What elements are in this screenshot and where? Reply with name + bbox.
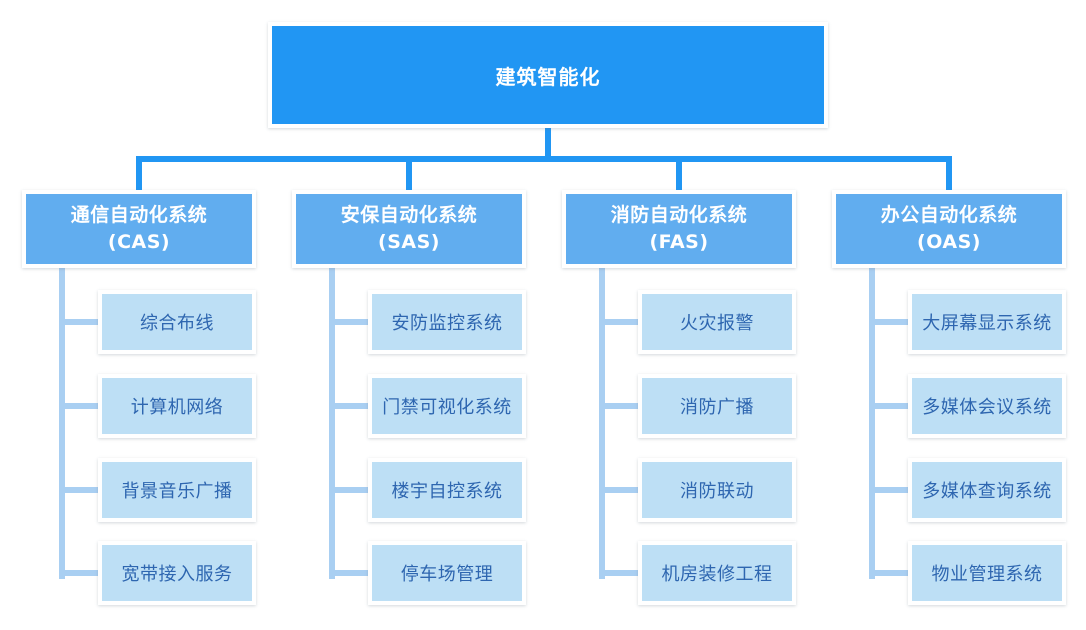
leaf-node: 多媒体会议系统 bbox=[908, 374, 1066, 438]
leaf-label: 背景音乐广播 bbox=[121, 481, 233, 502]
sub-connector-line-sas bbox=[329, 264, 335, 579]
leaf-label: 火灾报警 bbox=[680, 313, 754, 334]
sub-connector-stub bbox=[872, 487, 916, 493]
leaf-node: 消防广播 bbox=[638, 374, 796, 438]
sub-connector-stub bbox=[872, 319, 916, 325]
sub-connector-stub bbox=[602, 570, 646, 576]
sub-connector-line-fas bbox=[599, 264, 605, 579]
branch-abbr: (OAS) bbox=[917, 231, 981, 253]
leaf-label: 停车场管理 bbox=[400, 564, 494, 585]
sub-connector-line-cas bbox=[59, 264, 65, 579]
leaf-node: 物业管理系统 bbox=[908, 541, 1066, 605]
leaf-node: 背景音乐广播 bbox=[98, 458, 256, 522]
leaf-label: 楼宇自控系统 bbox=[391, 481, 503, 502]
leaf-label: 综合布线 bbox=[140, 313, 214, 334]
leaf-node: 门禁可视化系统 bbox=[368, 374, 526, 438]
branch-abbr: (CAS) bbox=[107, 231, 171, 253]
branch-header-oas: 办公自动化系统 (OAS) bbox=[832, 190, 1066, 268]
leaf-label: 多媒体会议系统 bbox=[922, 397, 1052, 418]
leaf-label: 宽带接入服务 bbox=[121, 564, 233, 585]
leaf-label: 计算机网络 bbox=[130, 397, 224, 418]
sub-connector-stub bbox=[602, 403, 646, 409]
sub-connector-stub bbox=[62, 319, 106, 325]
connector-drop-sas bbox=[406, 160, 412, 196]
leaf-node: 消防联动 bbox=[638, 458, 796, 522]
branch-header-fas: 消防自动化系统 (FAS) bbox=[562, 190, 796, 268]
root-title: 建筑智能化 bbox=[495, 64, 601, 89]
branch-fas: 消防自动化系统 (FAS) 火灾报警 消防广播 消防联动 机房装修工程 bbox=[562, 190, 796, 620]
branch-title: 安保自动化系统 bbox=[340, 204, 478, 227]
sub-connector-stub bbox=[602, 319, 646, 325]
leaf-node: 多媒体查询系统 bbox=[908, 458, 1066, 522]
leaf-label: 多媒体查询系统 bbox=[922, 481, 1052, 502]
leaf-label: 门禁可视化系统 bbox=[382, 397, 512, 418]
sub-connector-line-oas bbox=[869, 264, 875, 579]
branch-header-cas: 通信自动化系统 (CAS) bbox=[22, 190, 256, 268]
sub-connector-stub bbox=[332, 319, 376, 325]
connector-drop-fas bbox=[676, 160, 682, 196]
connector-drop-cas bbox=[136, 160, 142, 196]
leaf-label: 消防广播 bbox=[680, 397, 754, 418]
sub-connector-stub bbox=[332, 403, 376, 409]
branch-sas: 安保自动化系统 (SAS) 安防监控系统 门禁可视化系统 楼宇自控系统 停车场管… bbox=[292, 190, 526, 620]
root-node: 建筑智能化 bbox=[268, 22, 828, 128]
connector-drop-oas bbox=[946, 160, 952, 196]
sub-connector-stub bbox=[602, 487, 646, 493]
leaf-node: 宽带接入服务 bbox=[98, 541, 256, 605]
leaf-node: 楼宇自控系统 bbox=[368, 458, 526, 522]
branch-title: 办公自动化系统 bbox=[880, 204, 1018, 227]
sub-connector-stub bbox=[872, 403, 916, 409]
leaf-label: 安防监控系统 bbox=[391, 313, 503, 334]
sub-connector-stub bbox=[62, 487, 106, 493]
sub-connector-stub bbox=[332, 487, 376, 493]
sub-connector-stub bbox=[872, 570, 916, 576]
branch-title: 消防自动化系统 bbox=[610, 204, 748, 227]
connector-rail bbox=[136, 156, 952, 162]
sub-connector-stub bbox=[62, 403, 106, 409]
branch-abbr: (SAS) bbox=[378, 231, 440, 253]
sub-connector-stub bbox=[332, 570, 376, 576]
leaf-label: 机房装修工程 bbox=[661, 564, 773, 585]
leaf-node: 大屏幕显示系统 bbox=[908, 290, 1066, 354]
branch-cas: 通信自动化系统 (CAS) 综合布线 计算机网络 背景音乐广播 宽带接入服务 bbox=[22, 190, 256, 620]
leaf-node: 火灾报警 bbox=[638, 290, 796, 354]
branch-title: 通信自动化系统 bbox=[70, 204, 208, 227]
branch-header-sas: 安保自动化系统 (SAS) bbox=[292, 190, 526, 268]
leaf-label: 大屏幕显示系统 bbox=[922, 313, 1052, 334]
connector-root-drop bbox=[545, 124, 551, 158]
leaf-node: 安防监控系统 bbox=[368, 290, 526, 354]
leaf-node: 综合布线 bbox=[98, 290, 256, 354]
leaf-node: 机房装修工程 bbox=[638, 541, 796, 605]
leaf-label: 消防联动 bbox=[680, 481, 754, 502]
branch-abbr: (FAS) bbox=[649, 231, 709, 253]
branch-oas: 办公自动化系统 (OAS) 大屏幕显示系统 多媒体会议系统 多媒体查询系统 物业… bbox=[832, 190, 1066, 620]
leaf-label: 物业管理系统 bbox=[931, 564, 1043, 585]
leaf-node: 停车场管理 bbox=[368, 541, 526, 605]
sub-connector-stub bbox=[62, 570, 106, 576]
leaf-node: 计算机网络 bbox=[98, 374, 256, 438]
